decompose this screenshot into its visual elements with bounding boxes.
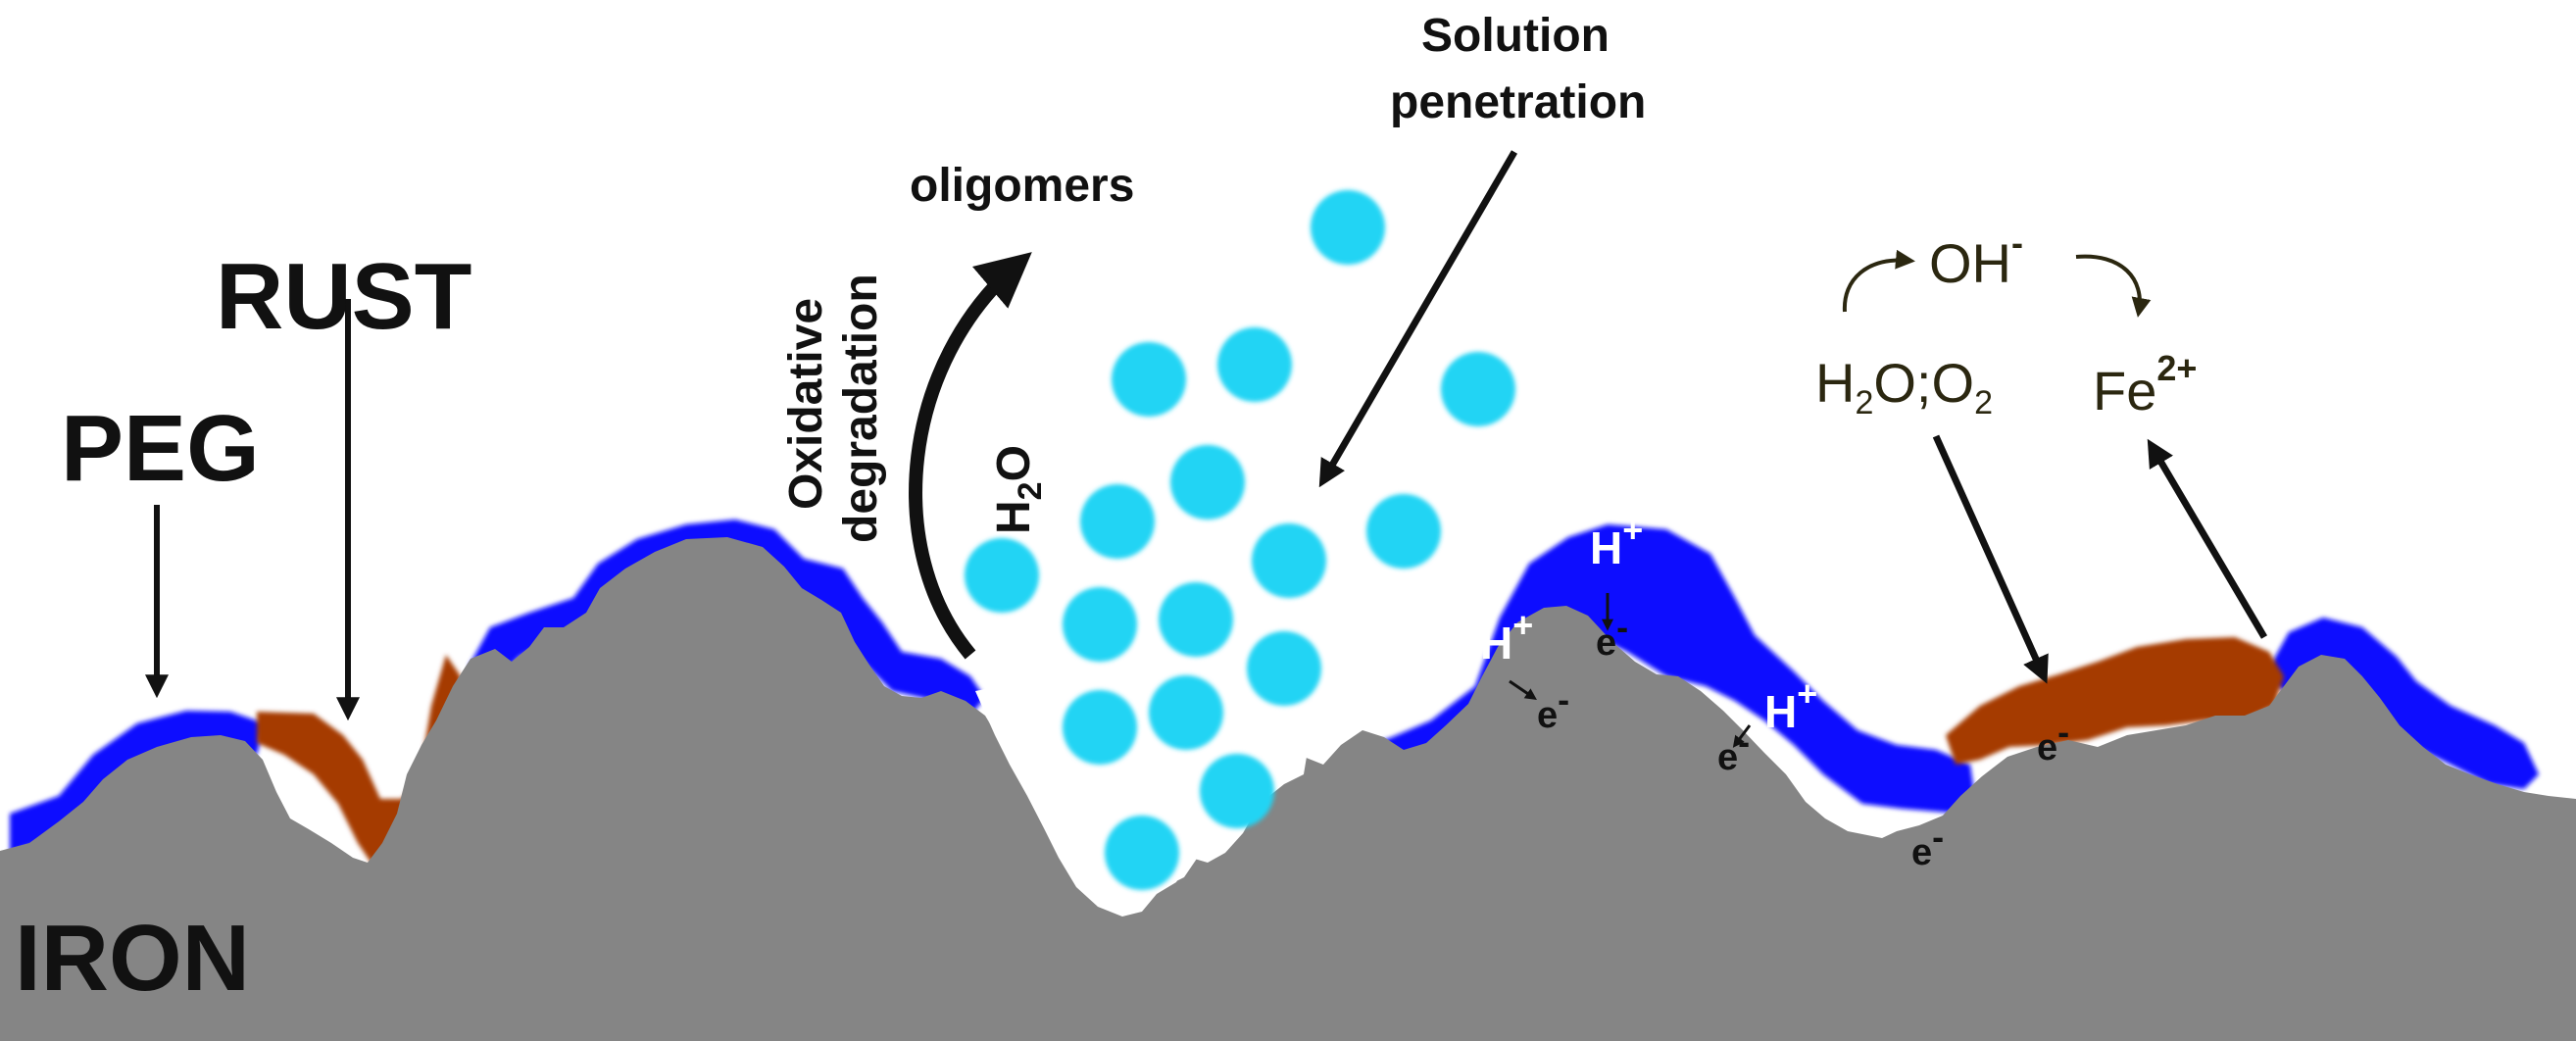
reactants-label: H2O;O2 (1815, 352, 1993, 421)
curved-arrow-left (1842, 249, 1915, 313)
solution-label-line1: Solution (1421, 10, 1610, 62)
water-h: H (988, 500, 1040, 534)
oxidative-label-line1: Oxidative (780, 298, 832, 510)
ferrous-charge: 2+ (2156, 348, 2197, 388)
water-o: O (988, 445, 1040, 481)
electron-label-5: e- (1911, 817, 1944, 873)
droplet (1080, 484, 1155, 559)
droplet (965, 538, 1039, 613)
reactants-sub2: 2 (1974, 384, 1993, 421)
reactants-down-arrow (1932, 434, 2049, 684)
solution-penetration-arrow (1318, 150, 1518, 488)
droplet (1366, 494, 1441, 569)
electron-pointer-arrow-3 (1732, 724, 1752, 748)
hydroxide-text: OH (1929, 232, 2011, 294)
droplet (1252, 523, 1326, 598)
droplet (1149, 675, 1223, 750)
electron-label-4: e- (2037, 712, 2069, 768)
proton-label-2: H+ (1480, 605, 1533, 669)
peg-label: PEG (61, 396, 260, 501)
iron-label: IRON (15, 906, 250, 1011)
ferrous-up-arrow (2147, 438, 2268, 639)
solution-pit (975, 686, 1309, 917)
reactants-mid: O;O (1873, 352, 1974, 414)
droplet (1311, 190, 1385, 265)
droplet (1159, 582, 1233, 657)
reactants-h: H (1815, 352, 1855, 414)
hydroxide-label: OH- (1929, 223, 2023, 294)
hydroxide-cycle-arrows (1842, 249, 2152, 318)
iron-substrate (0, 537, 2576, 1041)
rust-deposit-right (1946, 637, 2284, 765)
peg-layer-middle (469, 520, 985, 716)
hydroxide-charge: - (2011, 223, 2023, 263)
svg-text:H2O: H2O (988, 445, 1049, 534)
droplet (1063, 587, 1137, 662)
droplet (1105, 816, 1179, 890)
solution-droplets (965, 190, 1515, 890)
water-label: H2O (988, 445, 1049, 534)
droplet (1063, 690, 1137, 765)
droplet (1247, 631, 1321, 706)
electron-label-2: e- (1537, 679, 1569, 736)
electron-label-3: e- (1717, 721, 1750, 778)
electron-label-1: e- (1596, 607, 1628, 664)
oligomers-label: oligomers (910, 160, 1134, 212)
droplet (1200, 754, 1274, 828)
oxidative-degradation-label: Oxidative degradation (780, 273, 887, 543)
oxidative-degradation-arrow (909, 252, 1032, 660)
ferrous-label: Fe2+ (2093, 348, 2197, 421)
arrows (145, 150, 2268, 748)
water-sub: 2 (1012, 481, 1049, 500)
electron-pointer-arrow-2 (1509, 679, 1537, 701)
droplet (1170, 445, 1245, 520)
droplet (1441, 352, 1515, 426)
oxidative-label-line2: degradation (835, 273, 887, 543)
droplet (1112, 342, 1186, 417)
ferrous-text: Fe (2093, 360, 2156, 421)
reactants-sub1: 2 (1855, 384, 1873, 421)
proton-label-1: H+ (1590, 510, 1643, 573)
droplet (1217, 327, 1292, 402)
curved-arrow-right (2075, 254, 2152, 318)
proton-label-3: H+ (1764, 673, 1817, 737)
rust-label: RUST (216, 244, 471, 349)
solution-label-line2: penetration (1390, 76, 1646, 128)
